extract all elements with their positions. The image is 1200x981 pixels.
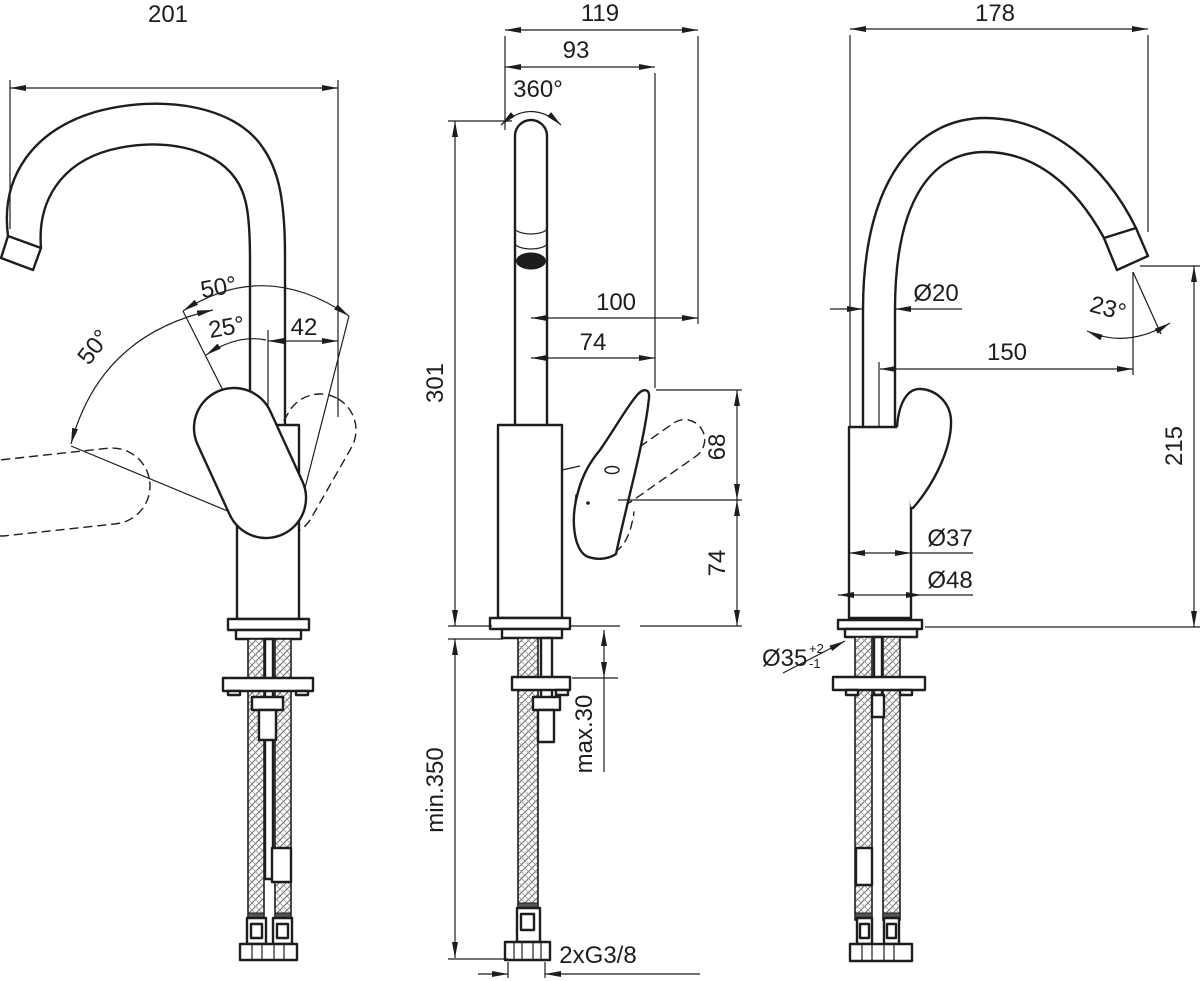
mounting-stud-rear <box>870 693 886 719</box>
handle-button <box>604 465 620 475</box>
handle-ghost-left <box>0 447 151 537</box>
spout-inner-edge-rear <box>893 150 1106 429</box>
connector-nut <box>238 942 299 962</box>
dim-reach-outer: 100 <box>596 289 636 316</box>
mounting-bracket-rear <box>831 675 927 692</box>
dim-height: 301 <box>422 363 449 403</box>
dim-lever-height: 68 <box>704 434 731 461</box>
connector-nut-facets <box>861 944 895 961</box>
dim-top-reach: 93 <box>563 37 590 64</box>
mounting-nut-side <box>531 695 562 712</box>
spout-outer-edge <box>5 102 287 429</box>
outlet-axis-line <box>1132 271 1162 335</box>
mounting-stud <box>257 708 278 742</box>
mounting-bracket <box>221 676 315 693</box>
dim-reach-inner: 74 <box>580 329 607 356</box>
dim-swivel-right: 50° <box>198 271 238 304</box>
threaded-rod <box>263 637 275 881</box>
base-flange <box>226 617 311 632</box>
hose-end-detail <box>885 922 898 940</box>
bracket-foot <box>294 689 310 697</box>
connector-nut-facets <box>513 942 542 960</box>
dim-swivel-left: 50° <box>72 325 116 370</box>
leader-line-hole <box>782 640 846 674</box>
arc-swivel-left <box>70 309 214 445</box>
bracket-foot <box>844 688 860 697</box>
arc-rotation <box>500 111 562 126</box>
dim-spout-dia: Ø20 <box>913 280 958 307</box>
dim-hole-tol-minus: -1 <box>809 656 821 671</box>
swivel-boundary-far-left <box>70 445 231 513</box>
spout-inner-edge <box>39 143 252 429</box>
dim-base-dia: Ø48 <box>927 567 972 594</box>
dim-outlet-angle: 23° <box>1087 291 1129 326</box>
spout-outer-edge-rear <box>861 116 1138 429</box>
handle-lever-side <box>572 389 651 560</box>
connector-nut-facets <box>251 944 285 960</box>
dim-handle-offset: 42 <box>291 314 318 341</box>
hose-end-detail <box>275 922 290 940</box>
dim-hole-dia: Ø35 <box>762 645 807 672</box>
view-front: 201 42 50° 25° 50° <box>0 1 357 962</box>
handle-lever-rear <box>895 387 953 510</box>
spout-outlet-tip <box>0 234 43 272</box>
hose-end-detail <box>519 912 536 932</box>
aerator-band-top <box>514 227 548 235</box>
dim-body-height: 74 <box>704 550 731 577</box>
dim-hole-tol-plus: +2 <box>809 641 824 656</box>
base-collar <box>234 628 303 641</box>
aerator-band-bottom <box>514 242 548 250</box>
mixer-body-side <box>496 423 564 620</box>
mounting-nut <box>250 695 285 712</box>
spout-outlet-tip-rear <box>1102 226 1150 272</box>
base-flange-side <box>488 616 572 631</box>
view-side: 360° 119 93 100 74 <box>422 0 742 978</box>
dim-deck-max: max.30 <box>571 695 598 774</box>
view-rear: 178 Ø20 150 23° 215 Ø37 Ø48 <box>762 0 1200 963</box>
dim-overall-width-rear: 178 <box>975 0 1015 27</box>
dim-rotation: 360° <box>513 76 563 103</box>
dim-body-dia: Ø37 <box>927 525 972 552</box>
dim-overall-width: 201 <box>148 1 188 28</box>
mixer-body-rear <box>847 425 913 620</box>
hose-end-detail <box>249 922 264 940</box>
mounting-bracket-side <box>510 675 572 692</box>
bracket-foot <box>898 688 914 697</box>
hose-coupler <box>270 846 293 884</box>
connector-nut-rear <box>848 942 914 963</box>
dim-hose-length: min.350 <box>422 747 449 832</box>
body-dot <box>586 501 590 505</box>
hose-coupler-rear <box>854 846 874 887</box>
dim-outlet-height: 215 <box>1161 426 1188 466</box>
bracket-foot <box>554 688 570 697</box>
bracket-foot <box>226 689 242 697</box>
base-flange-rear <box>836 618 924 631</box>
handle-lever <box>192 386 308 540</box>
dim-connection: 2xG3/8 <box>559 942 636 969</box>
dim-spout-reach: 150 <box>987 339 1027 366</box>
mounting-stud-side <box>536 708 556 744</box>
body-ledge <box>561 465 581 471</box>
arc-swivel-right <box>182 285 350 317</box>
aerator-outlet <box>516 252 546 270</box>
hose-end-detail <box>858 922 871 940</box>
spout-tube <box>513 118 549 425</box>
connector-nut-side <box>503 940 552 962</box>
dim-tilt: 25° <box>206 311 246 344</box>
swivel-boundary-right <box>304 315 350 489</box>
dim-depth: 119 <box>581 0 619 27</box>
base-collar-side <box>500 627 564 640</box>
arc-outlet-angle <box>1086 322 1171 341</box>
